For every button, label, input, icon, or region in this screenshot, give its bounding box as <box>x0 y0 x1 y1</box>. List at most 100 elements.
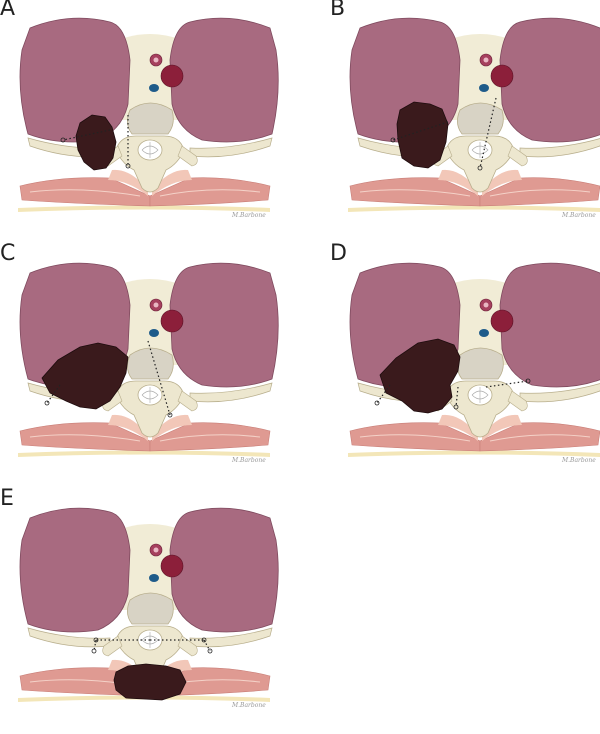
azygos-vein <box>149 329 159 337</box>
mediastinum <box>114 524 186 610</box>
right-lung <box>169 17 279 143</box>
invasion-arrow <box>392 121 449 141</box>
azygos-vein <box>479 84 489 92</box>
invasion-arrow <box>147 340 171 416</box>
right-lung <box>499 17 600 143</box>
paraspinal-left <box>438 414 478 441</box>
tumor <box>41 342 129 410</box>
paraspinal-left <box>438 169 478 196</box>
left-lung <box>19 507 131 633</box>
arrow-head <box>201 637 207 643</box>
tumor <box>396 101 449 169</box>
arrow-head <box>390 137 396 143</box>
back-muscle-right <box>479 422 600 452</box>
arrow-head <box>453 404 459 410</box>
thorax-cross-section <box>348 17 600 212</box>
vertebral-arch <box>445 380 515 438</box>
right-lung <box>169 507 279 633</box>
arrow-head <box>91 648 97 654</box>
arrow-head <box>207 648 213 654</box>
vertebral-arch <box>115 380 185 438</box>
tumor <box>379 338 461 414</box>
spinal-cord <box>141 142 159 158</box>
right-lung <box>499 262 600 388</box>
artist-signature: M.Barbone <box>232 702 266 709</box>
panel-label: C <box>0 241 16 266</box>
skin-line <box>348 450 600 457</box>
vertebral-arch <box>445 135 515 193</box>
esophagus-lumen <box>153 547 159 553</box>
vertebral-body <box>127 592 174 625</box>
spinal-cord <box>141 387 159 403</box>
tumor <box>113 663 187 701</box>
thorax-cross-section <box>18 262 279 457</box>
azygos-vein <box>479 329 489 337</box>
thorax-cross-section <box>18 507 279 702</box>
esophagus-lumen <box>153 57 159 63</box>
arrow-head <box>374 400 380 406</box>
back-muscle-right <box>479 177 600 207</box>
skin-line <box>18 205 270 212</box>
paraspinal-right <box>152 169 192 196</box>
vertebral-body <box>457 102 504 135</box>
panel-label: E <box>0 486 14 511</box>
transverse-process-left <box>102 635 123 657</box>
arrow-head <box>93 637 99 643</box>
vertebral-body <box>127 102 174 135</box>
back-muscle-right <box>149 177 271 207</box>
right-lung <box>169 262 279 388</box>
paraspinal-right <box>482 169 522 196</box>
transverse-process-right <box>177 145 198 167</box>
artist-signature: M.Barbone <box>562 212 596 219</box>
arrow-head <box>125 163 131 169</box>
panel-label: B <box>330 0 346 21</box>
azygos-vein <box>149 84 159 92</box>
esophagus-lumen <box>483 57 489 63</box>
back-muscle-right <box>149 422 271 452</box>
panel-e: E M.Barbone <box>0 486 279 710</box>
transverse-process-right <box>507 145 528 167</box>
spinal-cord <box>471 142 489 158</box>
esophagus-lumen <box>153 302 159 308</box>
transverse-process-right <box>507 390 528 412</box>
aorta <box>490 64 514 88</box>
artist-signature: M.Barbone <box>232 457 266 464</box>
invasion-arrow <box>455 386 459 408</box>
paraspinal-right <box>152 414 192 441</box>
muscle-fibers <box>29 189 261 197</box>
aorta <box>490 309 514 333</box>
muscle-fibers <box>359 189 591 197</box>
invasion-arrow <box>485 380 529 388</box>
skin-line <box>18 450 270 457</box>
muscle-fibers <box>29 434 261 442</box>
mediastinum <box>114 279 186 365</box>
skin-line <box>348 205 600 212</box>
transverse-process-right <box>177 635 198 657</box>
esophagus-lumen <box>483 302 489 308</box>
azygos-vein <box>149 574 159 582</box>
vertebral-arch <box>115 135 185 193</box>
invasion-arrow <box>62 129 111 141</box>
aorta <box>160 309 184 333</box>
panel-c: C M.Barbone <box>0 241 279 465</box>
paraspinal-right <box>482 414 522 441</box>
aorta <box>160 554 184 578</box>
paraspinal-left <box>108 169 148 196</box>
artist-signature: M.Barbone <box>232 212 266 219</box>
mediastinum <box>444 279 516 365</box>
panel-label: D <box>330 241 347 266</box>
paraspinal-left <box>108 414 148 441</box>
mediastinum <box>444 34 516 120</box>
mediastinum <box>114 34 186 120</box>
muscle-fibers <box>359 434 591 442</box>
thorax-cross-section <box>18 17 279 212</box>
arrow-head <box>44 400 50 406</box>
panel-b: B M.Barbone <box>330 0 600 220</box>
arrow-head <box>477 165 483 171</box>
thorax-cross-section <box>348 262 600 457</box>
vertebral-body <box>127 347 174 380</box>
left-lung <box>19 17 131 143</box>
spinal-cord <box>471 387 489 403</box>
